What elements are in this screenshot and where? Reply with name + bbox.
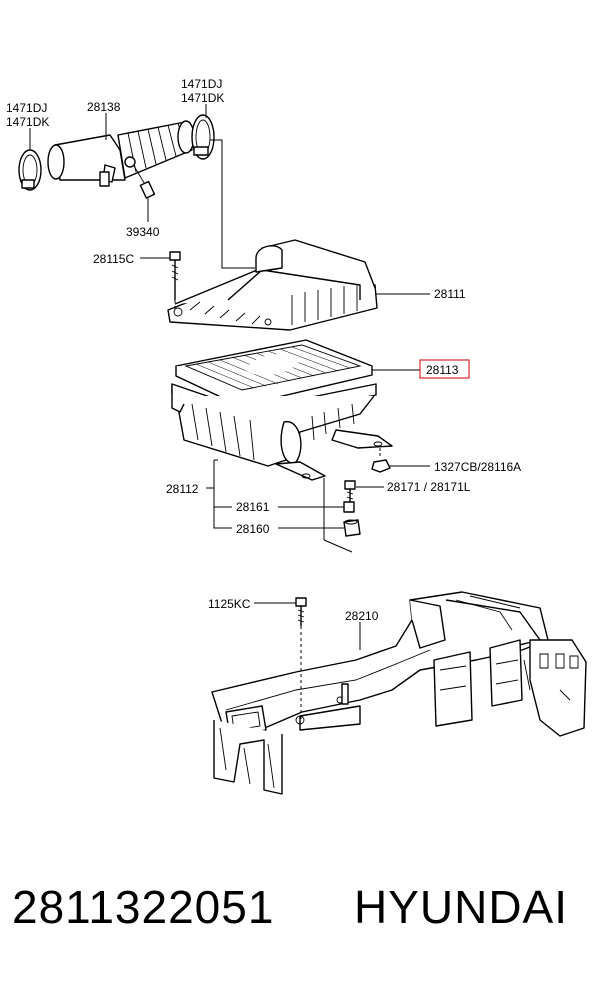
label-spacer: 28161 xyxy=(236,500,270,514)
label-bolt-duct: 1125KC xyxy=(208,597,251,611)
label-bolt-case: 28171 / 28171L xyxy=(387,480,471,494)
sensor-drawing xyxy=(124,156,156,199)
label-clamp-right-2: 1471DK xyxy=(181,91,224,105)
hose-assembly-drawing xyxy=(18,114,215,199)
duct-bolt-drawing xyxy=(295,597,307,626)
label-clamp-left-2: 1471DK xyxy=(6,115,49,129)
label-clamp-right-1: 1471DJ xyxy=(181,77,222,91)
nut-drawing xyxy=(371,448,391,473)
grommet-drawing xyxy=(343,519,361,537)
label-hose: 28138 xyxy=(87,100,121,114)
left-clamp-drawing xyxy=(18,149,42,191)
label-bolt-top: 28115C xyxy=(93,252,134,266)
duct-drawing xyxy=(211,591,587,795)
case-bolt-drawing xyxy=(344,480,356,502)
filter-highlight-box xyxy=(419,359,470,379)
hose-drawing xyxy=(47,120,195,187)
case-drawing xyxy=(171,383,393,481)
label-sensor: 39340 xyxy=(126,225,160,239)
label-duct: 28210 xyxy=(345,609,379,623)
label-grommet: 28160 xyxy=(236,522,270,536)
label-nut: 1327CB/28116A xyxy=(434,460,521,474)
part-number: 2811322051 xyxy=(12,881,275,933)
top-bolt-drawing xyxy=(169,251,181,300)
label-filter: 28113 xyxy=(426,363,459,377)
label-clamp-left-1: 1471DJ xyxy=(6,101,47,115)
label-cover: 28111 xyxy=(434,287,466,301)
brand-name: HYUNDAI xyxy=(354,881,569,933)
cover-drawing xyxy=(167,239,378,331)
spacer-drawing xyxy=(343,501,355,513)
right-clamp-drawing xyxy=(191,114,215,160)
label-case: 28112 xyxy=(166,482,199,496)
